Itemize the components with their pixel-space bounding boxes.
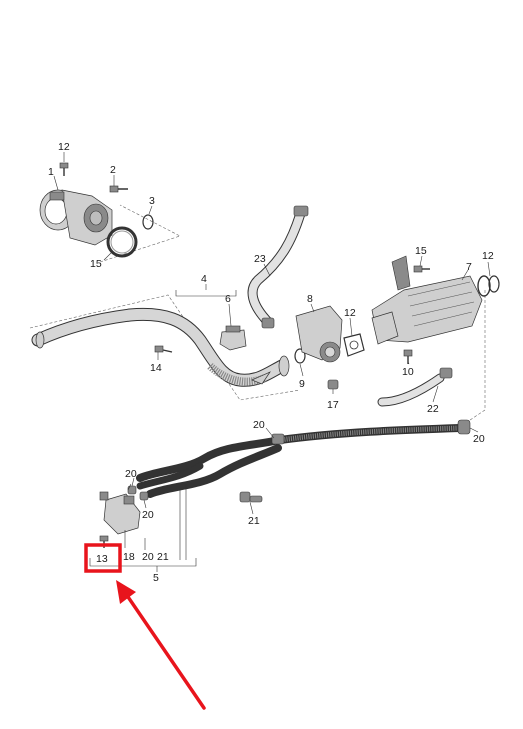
egr-cooler-part-7 xyxy=(371,255,491,345)
highlight-box xyxy=(84,543,122,573)
callout-23: 23 xyxy=(254,253,266,265)
hose-part-22 xyxy=(377,367,453,407)
callout-22: 22 xyxy=(427,403,439,415)
clamp-part-19 xyxy=(106,226,138,258)
gasket-part-9 xyxy=(294,348,306,364)
callout-20-top: 20 xyxy=(253,419,265,431)
callout-1: 1 xyxy=(48,166,54,178)
callout-3: 3 xyxy=(149,195,155,207)
callout-11: 12 xyxy=(344,307,356,319)
callout-15: 15 xyxy=(415,245,427,257)
bolt-part-14 xyxy=(154,345,173,353)
coolant-pipes xyxy=(136,419,471,498)
bolt-part-2 xyxy=(109,185,128,193)
screw-part-17 xyxy=(59,162,69,176)
callout-8: 8 xyxy=(307,293,313,305)
bolt-part-10 xyxy=(403,349,413,364)
callout-14: 14 xyxy=(150,362,162,374)
callout-17: 12 xyxy=(58,141,70,153)
seal-ring-part-3 xyxy=(142,214,154,230)
group-bracket-20 xyxy=(469,290,486,421)
egr-valve-part-1 xyxy=(39,189,113,246)
callout-12: 12 xyxy=(482,250,494,262)
group-bracket-5 xyxy=(89,558,197,567)
bolt-part-15 xyxy=(413,265,430,273)
callout-21-right: 21 xyxy=(248,515,260,527)
red-pointer-arrow xyxy=(116,580,206,710)
callout-5: 5 xyxy=(153,572,159,584)
sensor-part-18 xyxy=(99,491,141,535)
bracket-part-6 xyxy=(219,325,247,351)
callout-13-highlighted: 13 xyxy=(96,553,108,565)
gasket-part-11 xyxy=(343,333,365,357)
callout-4: 4 xyxy=(201,273,207,285)
callout-20-mid: 20 xyxy=(142,509,154,521)
hose-part-23 xyxy=(247,205,309,329)
exhaust-pipe-part-4 xyxy=(31,307,290,387)
callout-16: 17 xyxy=(327,399,339,411)
callout-6: 6 xyxy=(225,293,231,305)
callout-2: 2 xyxy=(110,164,116,176)
egr-module-part-8 xyxy=(295,305,343,363)
callout-18: 18 xyxy=(123,551,135,563)
callout-7: 7 xyxy=(466,261,472,273)
callout-9: 9 xyxy=(299,378,305,390)
clip-part-21 xyxy=(239,491,263,503)
callout-20-right: 20 xyxy=(473,433,485,445)
nut-part-16 xyxy=(327,379,339,390)
leader-lines xyxy=(53,152,491,550)
callout-20-left: 20 xyxy=(125,468,137,480)
clips-part-20 xyxy=(127,485,149,501)
callout-20-bottom: 20 xyxy=(142,551,154,563)
callout-21-bottom: 21 xyxy=(157,551,169,563)
callout-19: 15 xyxy=(90,258,102,270)
gasket-part-12 xyxy=(488,275,500,293)
callout-10: 10 xyxy=(402,366,414,378)
